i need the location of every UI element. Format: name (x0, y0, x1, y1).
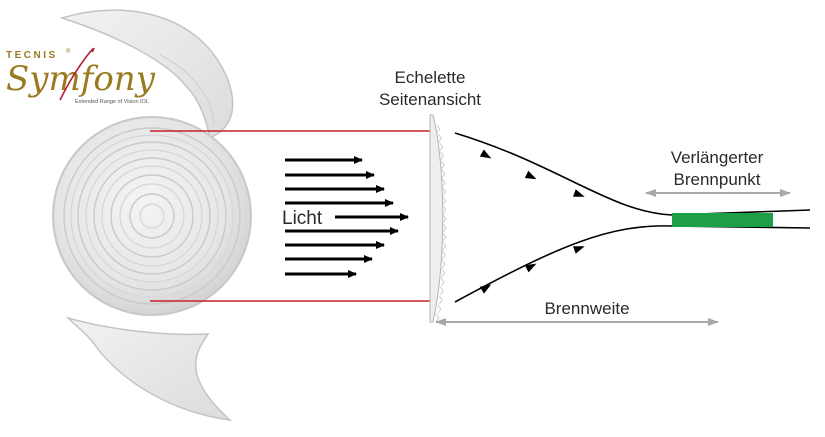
diffractive-ring (110, 174, 194, 258)
echelette-step (442, 241, 447, 251)
ray-arrowhead (479, 149, 492, 159)
ray-curve-top (454, 132, 811, 216)
extended-focus-label-line1: Verlängerter (671, 148, 764, 167)
lens-haptic-top-inner (159, 54, 215, 126)
ray-curve-bottom (454, 225, 811, 303)
echelette-label-line1: Echelette (395, 68, 466, 87)
logo-registered-mark: ® (66, 48, 71, 55)
echelette-steps (435, 124, 447, 323)
ray-arrowhead (524, 263, 537, 273)
diffractive-rings (63, 127, 241, 305)
echelette-step (441, 178, 446, 188)
echelette-step (435, 313, 440, 323)
echelette-step (439, 286, 444, 296)
diffractive-ring (129, 193, 175, 239)
diffractive-ring (93, 157, 211, 275)
echelette-side-profile (429, 114, 444, 323)
echelette-step (438, 133, 442, 143)
lens-haptic-top (59, 9, 234, 140)
echelette-step (441, 259, 446, 269)
diffractive-ring (63, 127, 241, 305)
echelette-step (442, 232, 447, 242)
logo-swoosh (59, 47, 95, 101)
echelette-step (439, 142, 444, 152)
diffractive-ring (139, 203, 165, 229)
echelette-step (442, 214, 447, 224)
echelette-label-line2: Seitenansicht (379, 90, 481, 109)
diffractive-ring (101, 165, 203, 267)
echelette-step (442, 187, 447, 197)
logo-tagline: Extended Range of Vision IOL (75, 99, 149, 105)
extended-focus-label-line2: Brennpunkt (674, 170, 761, 189)
diffractive-ring (119, 183, 185, 249)
extended-focus-zone (672, 213, 773, 227)
logo-brand-top: TECNIS (6, 50, 58, 61)
ray-arrowhead (524, 170, 537, 180)
diffractive-ring (70, 134, 234, 298)
diffractive-ring (85, 149, 219, 283)
diffractive-ring (77, 141, 227, 291)
echelette-step (436, 124, 441, 134)
echelette-step (440, 160, 445, 170)
light-label: Licht (282, 208, 323, 229)
tecnis-symfony-logo: TECNIS ® Symfony Extended Range of Visio… (6, 47, 156, 105)
ray-arrowhead (572, 246, 585, 254)
echelette-step (440, 151, 445, 161)
echelette-step (441, 169, 446, 179)
echelette-step (440, 277, 445, 287)
focal-length-label: Brennweite (544, 299, 629, 318)
echelette-step (437, 304, 442, 314)
ray-arrowhead (572, 189, 585, 197)
iol-optic (52, 116, 252, 316)
echelette-step (442, 250, 447, 260)
echelette-step (442, 223, 447, 233)
light-arrows (285, 156, 409, 278)
lens-haptic-bottom (65, 316, 233, 422)
echelette-step (442, 196, 447, 206)
ray-direction-arrows (479, 149, 585, 294)
ray-arrowhead (479, 284, 492, 294)
echelette-step (441, 268, 446, 278)
echelette-step (442, 205, 447, 215)
echelette-step (438, 295, 443, 305)
